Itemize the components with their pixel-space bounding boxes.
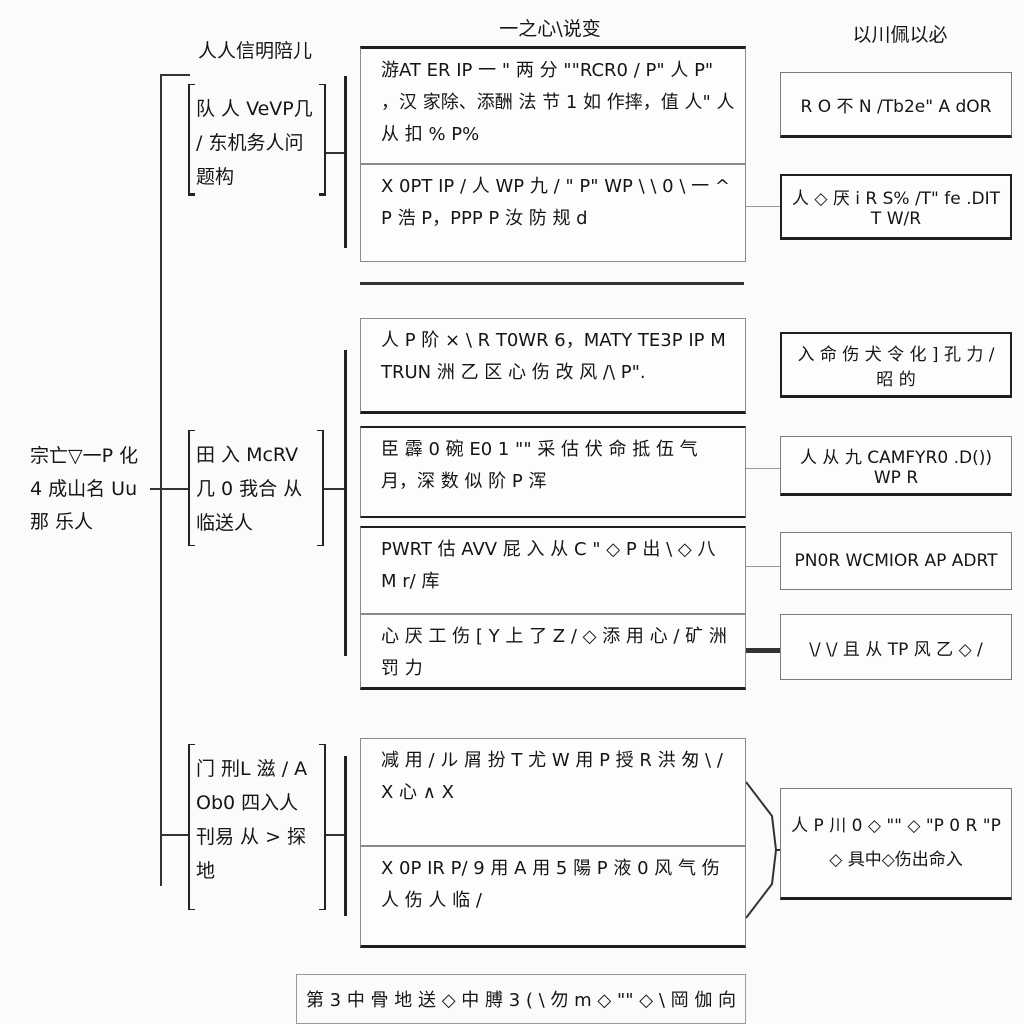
brace-connector-3 bbox=[326, 834, 344, 836]
group-divider-1 bbox=[360, 282, 744, 285]
group-brace-2 bbox=[344, 350, 355, 656]
category-node-3: 门 刑L 滋 / A Ob0 四入人 刊易 从 > 探地 bbox=[188, 744, 326, 910]
measures-header: 一之心\说变 bbox=[499, 18, 601, 40]
categories-header: 人人信明陪儿 bbox=[197, 40, 312, 62]
measure-box-1: 游AT ER IP 一 " 两 分 ""RCR0 / P" 人 P" ，汉 家除… bbox=[360, 46, 746, 164]
bracket-right bbox=[317, 430, 324, 546]
bracket-left bbox=[188, 430, 195, 546]
result-box-2: 人 ◇ 厌 i R S% /T" fe .DIT T W/R bbox=[780, 174, 1012, 240]
result-connector-4 bbox=[746, 468, 782, 469]
measure-box-4: 臣 霹 0 碗 E0 1 "" 采 估 伏 命 抵 伍 气 月，深 数 似 阶 … bbox=[360, 426, 746, 518]
brace-connector-1 bbox=[326, 152, 344, 154]
measure-box-3: 人 P 阶 × \ R T0WR 6，MATY TE3P IP M TRUN 洲… bbox=[360, 318, 746, 414]
bracket-right bbox=[319, 744, 326, 910]
group-brace-1 bbox=[344, 76, 355, 248]
result-box-7: 人 P 川 0 ◇ "" ◇ "P 0 R "P ◇ 具中◇伤出命入 bbox=[780, 788, 1012, 900]
measure-box-2: X 0PT IP / 人 WP 九 / " P" WP \ \ 0 \ 一 ^ … bbox=[360, 164, 746, 262]
trunk-line bbox=[160, 74, 162, 886]
result-connector-5 bbox=[746, 566, 782, 567]
result-box-5: PN0R WCMIOR AP ADRT bbox=[780, 532, 1012, 590]
measure-box-7: 减 用 / ル 屑 扮 T 尤 W 用 P 授 R 洪 匆 \ / X 心 ∧ … bbox=[360, 738, 746, 846]
branch-line-3 bbox=[160, 834, 190, 836]
category-label: 队 人 VeVP几 / 东机务人问题构 bbox=[196, 98, 313, 188]
result-box-1: R O 不 N /Tb2e" A dOR bbox=[780, 72, 1012, 138]
category-label: 田 入 McRV 几 0 我合 从临送人 bbox=[196, 444, 303, 534]
bracket-left bbox=[188, 84, 195, 196]
root-node: 宗亡▽一P 化 4 成山名 Uu那 乐人 bbox=[30, 445, 139, 533]
measure-box-8: X 0P IR P/ 9 用 A 用 5 陽 P 液 0 风 气 伤 人 伤 人… bbox=[360, 846, 746, 948]
category-node-2: 田 入 McRV 几 0 我合 从临送人 bbox=[188, 430, 324, 546]
measure-box-5: PWRT 估 AVV 屁 入 从 C " ◇ P 出 \ ◇ 八 M r/ 库 bbox=[360, 526, 746, 614]
category-node-1: 队 人 VeVP几 / 东机务人问题构 bbox=[188, 84, 326, 196]
results-header: 以川佩以必 bbox=[852, 24, 948, 46]
root-connector bbox=[150, 488, 162, 490]
result-box-4: 人 从 九 CAMFYR0 .D()) WP R bbox=[780, 436, 1012, 496]
branch-line-2 bbox=[160, 488, 190, 490]
bracket-right bbox=[319, 84, 326, 196]
result-box-3: 入 命 伤 犬 令 化 ] 孔 力 / 昭 的 bbox=[780, 332, 1012, 398]
bracket-left bbox=[188, 744, 195, 910]
branch-line-1 bbox=[160, 74, 190, 76]
figure-caption: 第 3 中 骨 地 送 ◇ 中 膊 3 ( \ 勿 m ◇ "" ◇ \ 岡 伽… bbox=[296, 974, 746, 1024]
result-connector-6 bbox=[746, 648, 782, 653]
brace-connector-2 bbox=[324, 488, 344, 490]
measure-box-6: 心 厌 工 伤 [ Y 上 了 Z / ◇ 添 用 心 / 矿 洲 罚 力 bbox=[360, 614, 746, 690]
result-box-6: \/ \/ 且 从 TP 风 乙 ◇ / bbox=[780, 614, 1012, 680]
category-label: 门 刑L 滋 / A Ob0 四入人 刊易 从 > 探地 bbox=[196, 758, 308, 882]
result-connector-2 bbox=[746, 206, 782, 207]
group-brace-3 bbox=[344, 756, 355, 916]
